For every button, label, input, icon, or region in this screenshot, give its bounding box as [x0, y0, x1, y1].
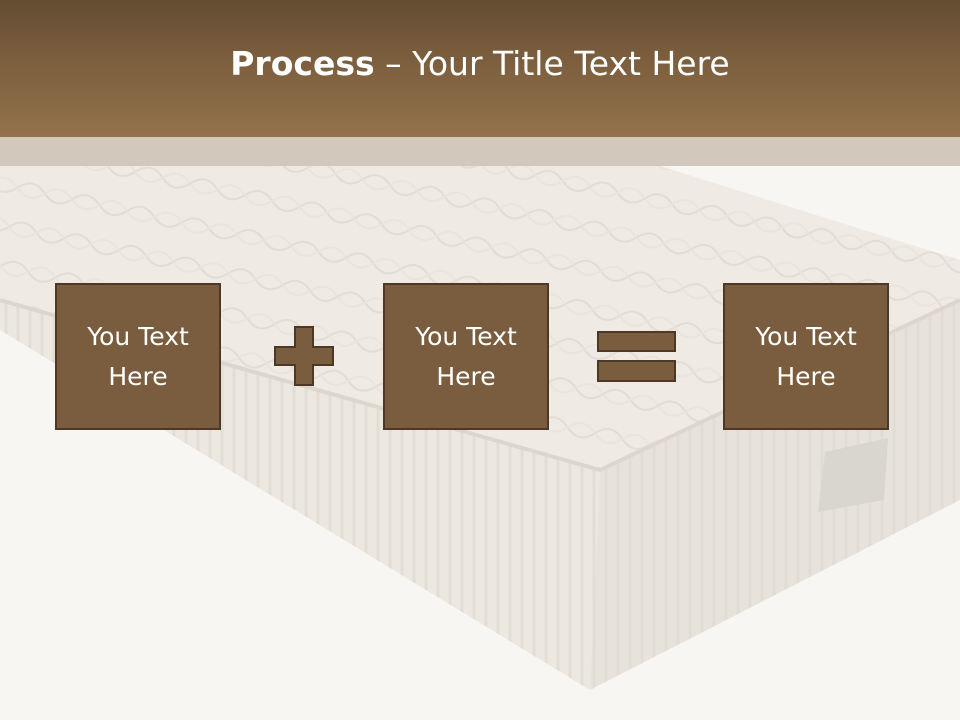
page-title: Process – Your Title Text Here	[230, 47, 729, 80]
process-box-1[interactable]: You Text Here	[55, 283, 221, 430]
plus-icon	[274, 326, 334, 386]
equals-icon	[597, 331, 676, 382]
process-box-3-text: You Text Here	[755, 321, 857, 391]
title-rest: – Your Title Text Here	[374, 44, 730, 83]
process-box-1-text: You Text Here	[87, 321, 189, 391]
process-box-2[interactable]: You Text Here	[383, 283, 549, 430]
header-bar: Process – Your Title Text Here	[0, 0, 960, 137]
process-box-2-text: You Text Here	[415, 321, 517, 391]
title-bold: Process	[230, 44, 375, 83]
header-band	[0, 137, 960, 166]
process-box-3[interactable]: You Text Here	[723, 283, 889, 430]
